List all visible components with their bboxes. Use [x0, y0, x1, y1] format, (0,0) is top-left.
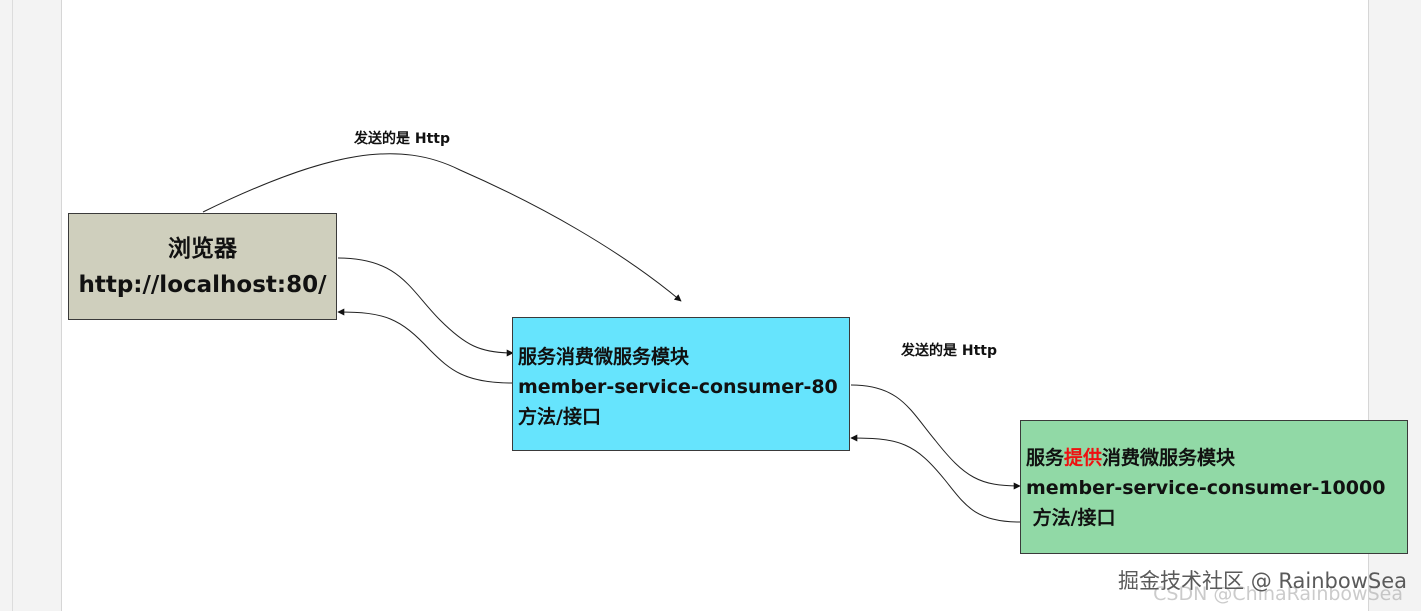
edge-label-top: 发送的是 Http: [354, 131, 450, 147]
provider-title-highlight: 提供: [1064, 447, 1103, 469]
provider-method: 方法/接口: [1026, 507, 1116, 529]
provider-service-name: member-service-consumer-10000: [1026, 477, 1386, 499]
consumer-service-name: member-service-consumer-80: [518, 376, 838, 398]
watermark: 掘金技术社区 @ RainbowSea: [1118, 569, 1407, 593]
provider-title-suffix: 消费微服务模块: [1102, 447, 1236, 469]
edge-label-right: 发送的是 Http: [901, 343, 997, 359]
browser-title: 浏览器: [168, 235, 237, 262]
browser-url: http://localhost:80/: [78, 271, 327, 298]
provider-title-prefix: 服务: [1026, 447, 1065, 469]
consumer-node: 服务消费微服务模块 member-service-consumer-80 方法/…: [512, 317, 850, 451]
consumer-method: 方法/接口: [518, 406, 601, 428]
provider-node: 服务提供消费微服务模块 member-service-consumer-1000…: [1020, 420, 1408, 554]
watermark-shadow: CSDN @ChinaRainbowSea: [1153, 583, 1403, 605]
provider-title: 服务提供消费微服务模块: [1026, 443, 1407, 473]
browser-node: 浏览器 http://localhost:80/: [68, 213, 337, 320]
left-margin-line: [12, 0, 13, 611]
consumer-title: 服务消费微服务模块: [518, 346, 690, 368]
